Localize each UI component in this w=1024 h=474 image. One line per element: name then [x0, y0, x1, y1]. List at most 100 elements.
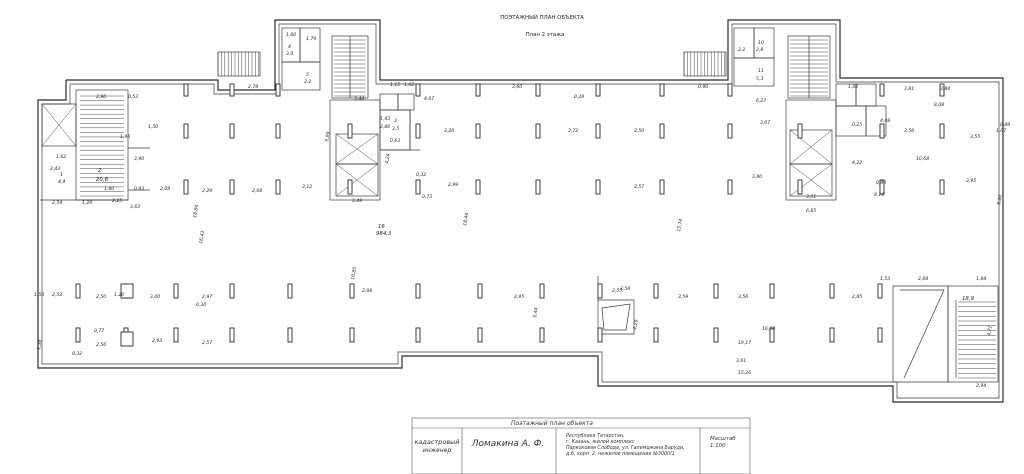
title-block-engineer: Ломакина А. Ф. — [471, 439, 545, 449]
left-core — [40, 89, 150, 201]
column — [727, 179, 733, 195]
column — [415, 283, 421, 299]
dimension-label: 0,89 — [1000, 122, 1010, 128]
room-4-area: 3,0 — [286, 51, 293, 57]
center-shaft — [597, 276, 635, 335]
room-labels: 2 20,6 1 4,4 16 984,3 18,9 3 3,5 4 3,0 5… — [58, 40, 975, 302]
column — [347, 179, 353, 195]
dimension-label: 2,78 — [248, 84, 258, 90]
column — [939, 83, 945, 97]
column — [535, 83, 541, 97]
column — [829, 327, 835, 343]
title-block-address-3: Паркоковая Слобода, ул. Галимджана Баруд… — [566, 445, 685, 451]
dimension-label: 3,50 — [634, 128, 644, 134]
dimension-label: 2,68 — [252, 188, 262, 194]
dimension-label: 3,72 — [568, 128, 578, 134]
dimension-label: 3,90 — [134, 156, 144, 162]
dimension-label: 4,29 — [632, 319, 640, 330]
main-hall-area: 984,3 — [376, 231, 392, 237]
column — [229, 283, 235, 299]
left-stair-number: 2 — [98, 168, 102, 174]
column — [769, 283, 775, 299]
dimension-label: 3,20 — [444, 128, 454, 134]
dimension-label: 3,57 — [634, 184, 644, 190]
dimension-label: 1,02 — [848, 84, 858, 90]
dimension-label: 5,44 — [532, 307, 540, 318]
dimension-label: 4,07 — [424, 96, 434, 102]
dimension-label: 0,30 — [196, 302, 206, 308]
dimension-label: 4,22 — [852, 160, 862, 166]
column — [769, 327, 775, 343]
dimension-label: 2,54 — [52, 200, 62, 206]
column — [727, 123, 733, 139]
dimension-label: 1,40 — [104, 186, 114, 192]
dimension-label: 2,93 — [152, 338, 162, 344]
dimension-label: 16,60 — [762, 326, 775, 332]
dimension-label: 9,80 — [996, 194, 1004, 205]
column — [597, 283, 603, 299]
dimension-label: 3,58 — [620, 286, 630, 292]
column — [713, 327, 719, 343]
title-block-header: Поэтажный план объекта — [511, 420, 593, 427]
column — [287, 283, 293, 299]
dimension-label: 8,08 — [934, 102, 944, 108]
dimension-label: 1,62 — [56, 154, 66, 160]
column — [75, 283, 81, 299]
dimension-label: 3,12 — [302, 184, 312, 190]
column — [183, 83, 189, 97]
dimension-label: 5,99 — [324, 131, 332, 142]
dimension-label: 3,51 — [806, 194, 816, 200]
column — [939, 179, 945, 195]
outside-stair-left — [217, 51, 261, 77]
outer-walls — [37, 19, 1004, 403]
dimension-label: 10,85 — [350, 266, 358, 280]
dimension-label: 0,99 — [876, 180, 886, 186]
column — [349, 283, 355, 299]
column — [939, 123, 945, 139]
dimension-label: 0,63 — [390, 138, 400, 144]
dimension-label: 4,14 — [874, 192, 884, 198]
dimension-label: 4,71 — [986, 325, 994, 336]
dimension-label: 6,27 — [756, 98, 766, 104]
dimension-label: 3,61 — [736, 358, 746, 364]
room-11-area: 5,3 — [756, 76, 763, 82]
room-10-number: 10 — [758, 40, 764, 46]
dimension-label: 2,43 — [50, 166, 60, 172]
dimension-label: 1,20 — [114, 292, 124, 298]
column — [595, 123, 601, 139]
column — [713, 283, 719, 299]
column — [75, 327, 81, 343]
column — [287, 327, 293, 343]
dimension-label: 1,38 — [36, 339, 44, 350]
column — [475, 179, 481, 195]
dimension-label: 1,07 — [996, 128, 1006, 134]
right-stair-area: 18,9 — [962, 296, 975, 302]
dimension-label: 4,48 — [880, 118, 890, 124]
dimension-label: 3,55 — [970, 134, 980, 140]
dimension-label: 3,80 — [752, 174, 762, 180]
dimension-label: 2,68 — [918, 276, 928, 282]
dimension-label: 2,85 — [852, 294, 862, 300]
dimension-label: 0,25 — [852, 122, 862, 128]
dimension-label: 2,25 — [112, 198, 122, 204]
dimension-label: 1,50 — [34, 292, 44, 298]
dimension-label: 0,32 — [416, 172, 426, 178]
main-hall-number: 16 — [378, 224, 385, 230]
column — [535, 123, 541, 139]
dimension-label: 0,93 — [134, 186, 144, 192]
dimension-label: 1,60 — [404, 82, 414, 88]
column — [595, 179, 601, 195]
left-stair-treads — [80, 95, 124, 197]
column — [659, 83, 665, 97]
title-block-address-4: д.6, корп. 2, нежилое помещение №300IV1 — [565, 451, 675, 457]
dimension-label: 2,99 — [448, 182, 458, 188]
dimension-label: 3,00 — [150, 294, 160, 300]
outside-stair-outline — [683, 51, 727, 77]
dimension-label: 0,73 — [422, 194, 432, 200]
column — [539, 327, 545, 343]
column — [229, 327, 235, 343]
columns — [75, 83, 945, 347]
left-lift-area: 4,4 — [58, 179, 65, 185]
dimension-label: 2,29 — [202, 188, 212, 194]
